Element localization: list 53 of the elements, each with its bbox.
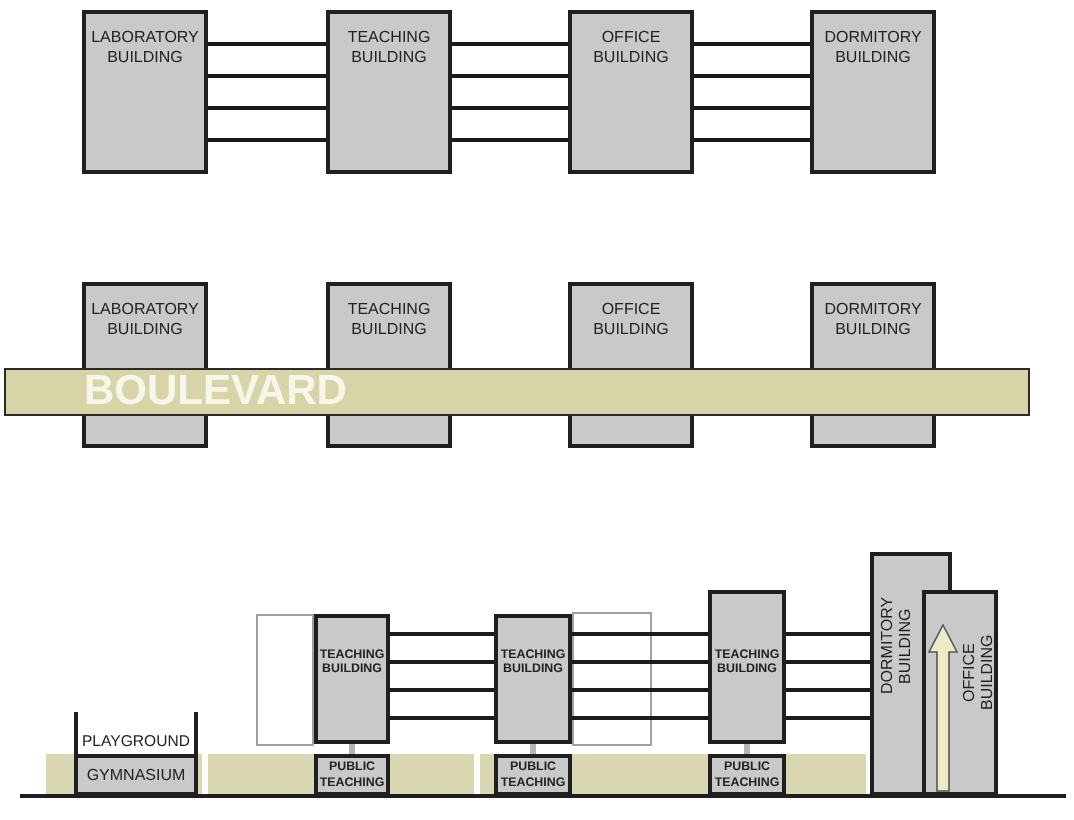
connecting-line (572, 716, 708, 720)
connecting-line (572, 660, 708, 664)
connecting-line (786, 632, 870, 636)
building-label: DORMITORY BUILDING (822, 300, 924, 339)
building-block (810, 10, 936, 174)
building-label: TEACHING BUILDING (345, 28, 433, 67)
connecting-line (530, 744, 536, 754)
connecting-line (786, 660, 870, 664)
connecting-line (452, 74, 568, 78)
connecting-line (694, 138, 810, 142)
connecting-line (390, 688, 494, 692)
building-block (870, 552, 922, 796)
connecting-line (208, 106, 326, 110)
connecting-line (452, 106, 568, 110)
building-block (326, 10, 452, 174)
building-label: OFFICE BUILDING (591, 300, 671, 339)
connecting-line (452, 42, 568, 46)
connecting-line (390, 660, 494, 664)
building-label: LABORATORY BUILDING (89, 28, 201, 67)
building-block (82, 10, 208, 174)
connecting-line (452, 138, 568, 142)
connecting-line (390, 716, 494, 720)
building-label: DORMITORY BUILDING (822, 28, 924, 67)
building-label: LABORATORY BUILDING (89, 300, 201, 339)
building-block (314, 614, 390, 744)
connecting-line (786, 716, 870, 720)
gymnasium-block (74, 754, 198, 796)
building-block (326, 282, 452, 368)
building-label: OFFICE BUILDING (591, 28, 671, 67)
connecting-line (390, 632, 494, 636)
gymnasium-label: GYMNASIUM (86, 766, 186, 784)
connecting-line (208, 138, 326, 142)
connecting-line (349, 744, 355, 754)
connecting-line (572, 632, 708, 636)
connecting-line (694, 106, 810, 110)
connecting-line (744, 744, 750, 754)
building-block (708, 590, 786, 744)
boulevard-label: BOULEVARD (84, 370, 347, 414)
building-label: OFFICE BUILDING (960, 632, 996, 714)
connecting-line (786, 688, 870, 692)
building-block (568, 282, 694, 368)
building-block (494, 614, 572, 744)
building-label: TEACHING BUILDING (345, 300, 433, 339)
connecting-line (694, 42, 810, 46)
building-block (82, 282, 208, 368)
building-block (568, 10, 694, 174)
connecting-line (694, 74, 810, 78)
building-label: DORMITORY BUILDING (878, 595, 916, 699)
connecting-line (208, 42, 326, 46)
boulevard-band (4, 368, 1030, 416)
connecting-line (572, 688, 708, 692)
building-block (810, 282, 936, 368)
connecting-line (208, 74, 326, 78)
